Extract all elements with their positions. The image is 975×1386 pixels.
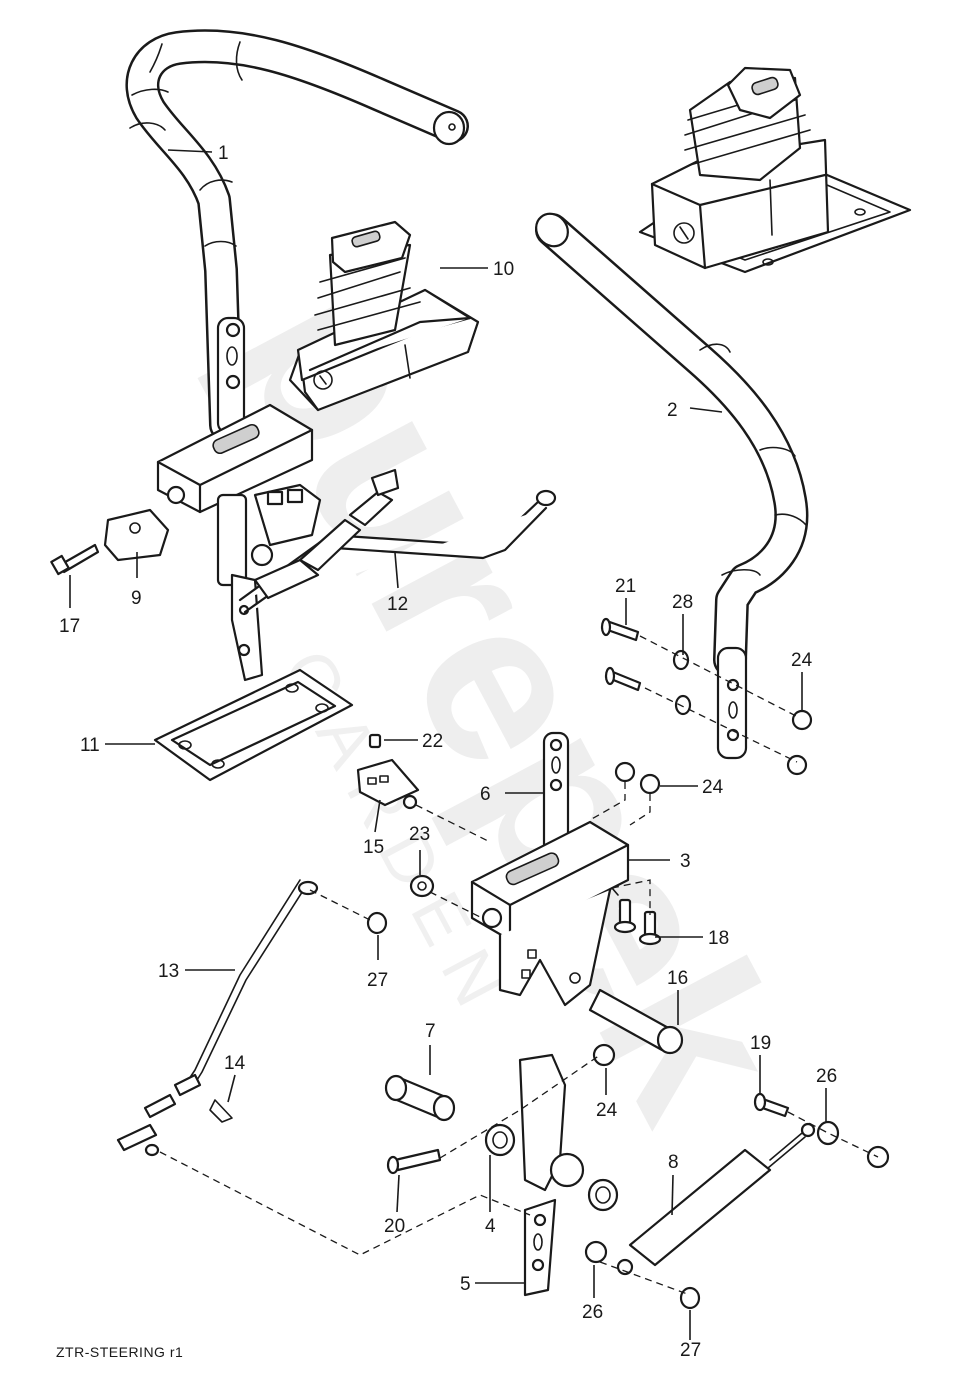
callout-12: 12 xyxy=(387,594,408,615)
part-11-gasket xyxy=(153,668,354,782)
callout-25: 24 xyxy=(791,650,813,671)
part-24-nut-lower xyxy=(592,1043,616,1067)
part-24-nuts-upper xyxy=(614,761,661,795)
callout-8: 8 xyxy=(668,1152,679,1173)
callout-16: 16 xyxy=(667,968,688,989)
callout-9: 9 xyxy=(131,588,142,609)
callout-24-lower: 24 xyxy=(596,1100,618,1121)
part-14-cotter-pin xyxy=(209,1099,233,1123)
part-26-nuts xyxy=(584,1120,840,1264)
callout-13: 13 xyxy=(158,961,179,982)
diagram-caption: ZTR-STEERING r1 xyxy=(56,1344,184,1360)
part-20-bolt xyxy=(386,1148,442,1175)
part-19-bolt xyxy=(753,1092,790,1118)
part-8-damper xyxy=(616,1122,816,1276)
callout-2: 2 xyxy=(667,400,678,421)
callout-26-lower: 26 xyxy=(582,1302,603,1323)
part-15-interlock-switch xyxy=(356,758,420,810)
part-2-right-steering-lever xyxy=(535,212,809,760)
callout-14: 14 xyxy=(224,1053,246,1074)
part-10-left-steering-boot xyxy=(288,220,480,412)
part-25-nuts xyxy=(786,709,813,776)
callout-27-lower: 27 xyxy=(680,1340,701,1361)
callout-labels: 1 10 2 9 12 17 11 21 28 24 22 6 24 15 23… xyxy=(59,143,837,1361)
callout-3: 3 xyxy=(680,851,691,872)
part-22-screw xyxy=(368,733,382,749)
part-5-pivot-arm xyxy=(518,1053,585,1297)
callout-22: 22 xyxy=(422,731,443,752)
callout-4: 4 xyxy=(485,1216,496,1237)
part-21-bolts xyxy=(600,617,642,692)
part-23-nut xyxy=(409,874,435,898)
callout-18: 18 xyxy=(708,928,729,949)
part-27-nuts xyxy=(366,911,890,1310)
upper-control-assembly xyxy=(50,403,557,682)
assembly-dashed-lines xyxy=(159,635,879,1296)
callout-23: 23 xyxy=(409,824,430,845)
callout-24-upper: 24 xyxy=(702,777,724,798)
callout-6: 6 xyxy=(480,784,491,805)
part-4-bushings xyxy=(484,1123,619,1212)
callout-5: 5 xyxy=(460,1274,471,1295)
part-13-control-rod xyxy=(116,879,319,1157)
callout-17: 17 xyxy=(59,616,80,637)
callout-21: 21 xyxy=(615,576,636,597)
callout-26-right: 26 xyxy=(816,1066,837,1087)
callout-28: 28 xyxy=(672,592,693,613)
callout-20: 20 xyxy=(384,1216,405,1237)
part-16-pivot-bolt xyxy=(588,988,684,1055)
callout-15: 15 xyxy=(363,837,384,858)
callout-27-upper: 27 xyxy=(367,970,388,991)
callout-leaders xyxy=(69,149,827,1340)
callout-1: 1 xyxy=(218,143,229,164)
callout-10: 10 xyxy=(493,259,514,280)
callout-7: 7 xyxy=(425,1021,436,1042)
part-3-lever-housing xyxy=(470,820,630,1007)
callout-19: 19 xyxy=(750,1033,771,1054)
right-steering-boot xyxy=(638,66,912,274)
callout-11: 11 xyxy=(80,735,100,756)
part-1-left-steering-lever xyxy=(125,29,469,442)
part-7-bushing xyxy=(384,1074,456,1122)
